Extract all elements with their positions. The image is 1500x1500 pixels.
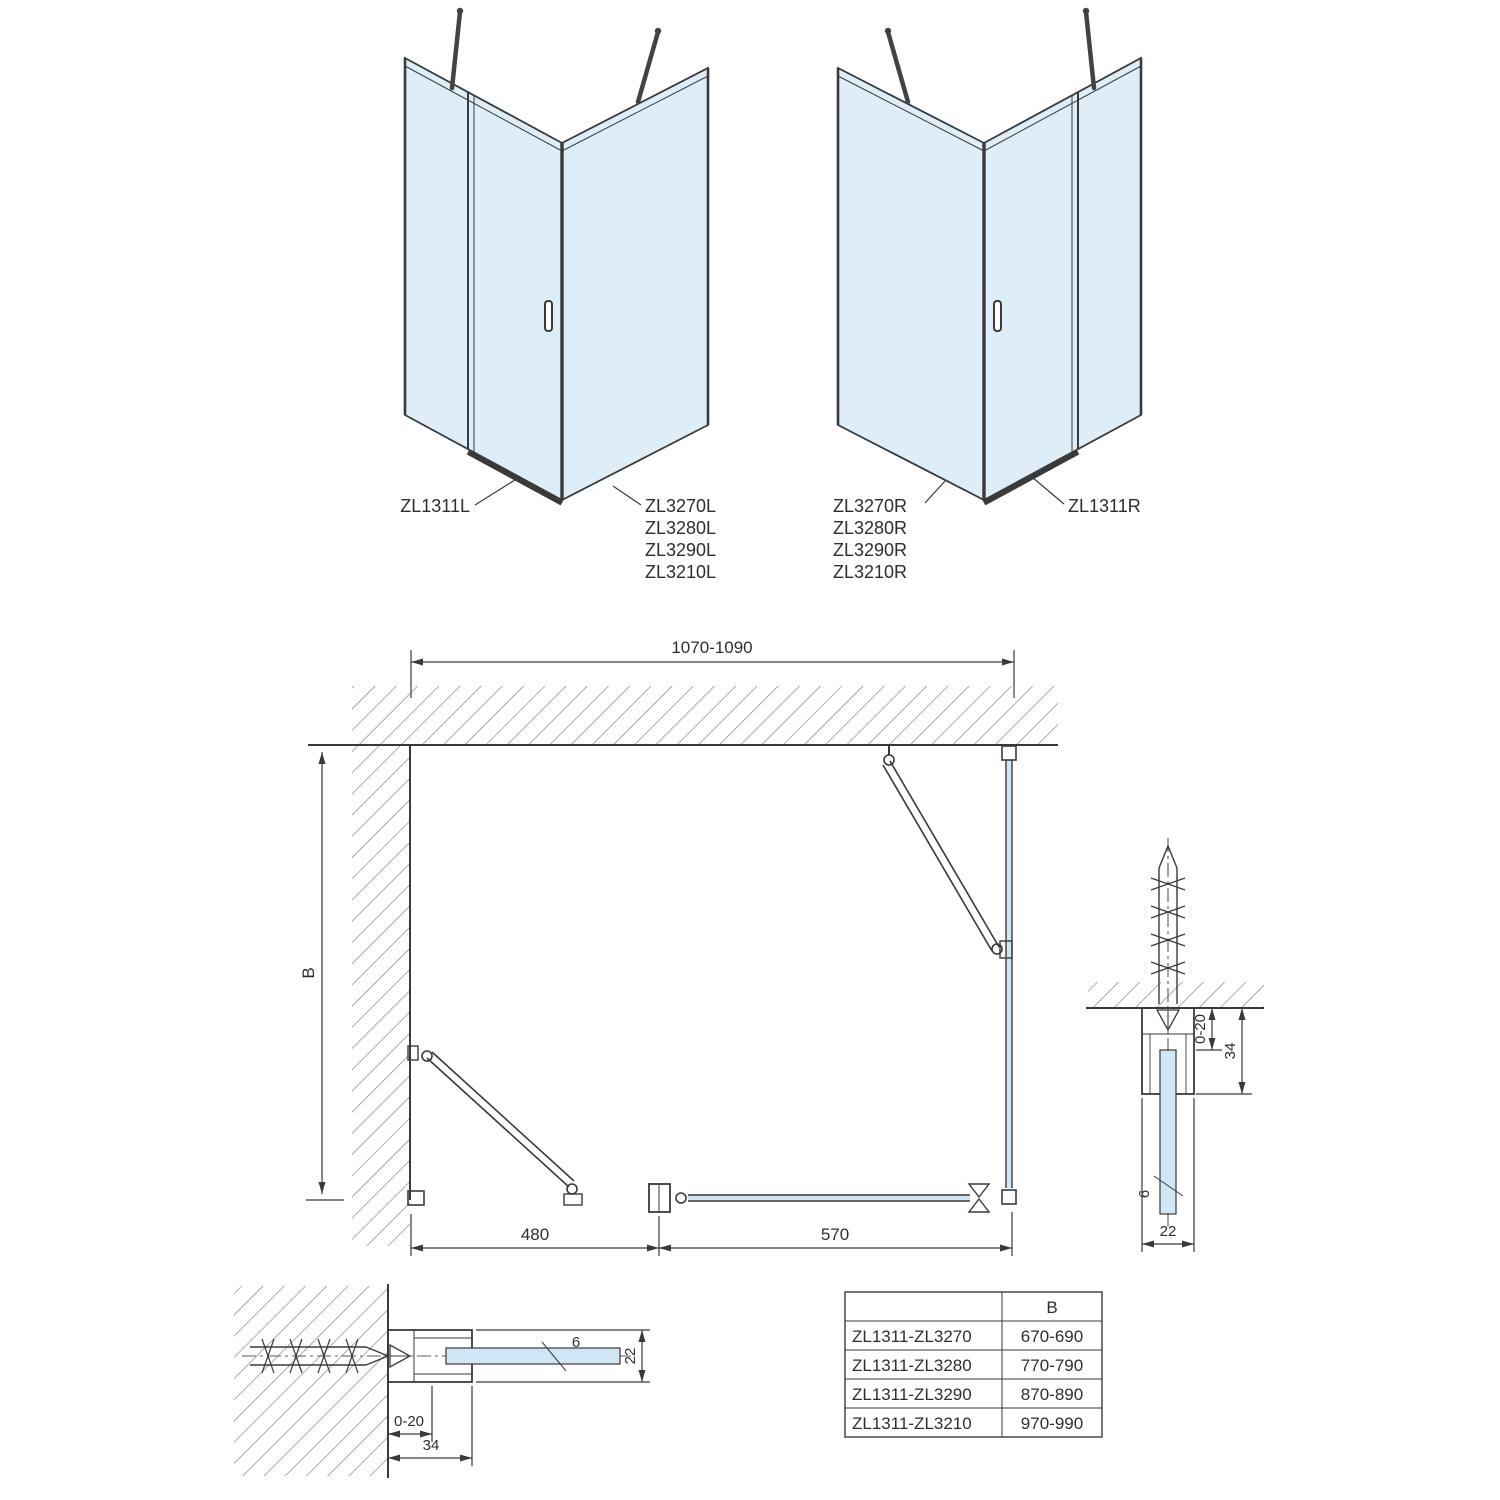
detail2-glass-pane bbox=[445, 1347, 621, 1365]
detail-horizontal-dimensions: 22 0-20 34 bbox=[388, 1329, 650, 1466]
right-door-leader-line bbox=[1031, 476, 1065, 505]
overall-width-label: 1070-1090 bbox=[671, 638, 752, 657]
glass-thickness-leader bbox=[1153, 1175, 1184, 1197]
table-row: ZL1311-ZL3290 870-890 bbox=[852, 1385, 1083, 1404]
plan-right-glass-fill bbox=[1006, 760, 1012, 1188]
table-b-2: 870-890 bbox=[1021, 1385, 1083, 1404]
glass-clamp-top bbox=[967, 1183, 991, 1199]
open-door-top-right bbox=[882, 745, 1013, 959]
door-wall-bracket bbox=[407, 1045, 419, 1061]
wall-profile-detail-vertical: 6 0-20 34 22 bbox=[1086, 838, 1264, 1252]
left-panel-code-1: ZL3280L bbox=[645, 518, 716, 538]
left-unit-frame-lines bbox=[403, 58, 710, 506]
adjustment-label: 0-20 bbox=[1192, 1014, 1209, 1044]
table-b-1: 770-790 bbox=[1021, 1356, 1083, 1375]
size-table: B ZL1311-ZL3270 670-690 ZL1311-ZL3280 77… bbox=[844, 1291, 1103, 1438]
table-border bbox=[844, 1291, 1103, 1438]
door-width-label: 480 bbox=[521, 1225, 549, 1244]
table-grid-lines bbox=[845, 1292, 1102, 1437]
left-panel-code-2: ZL3290L bbox=[645, 540, 716, 560]
door-width-dimension: 480 570 bbox=[410, 1212, 1013, 1256]
right-door-code-label: ZL1311R bbox=[1068, 496, 1141, 516]
detail-glass-pane bbox=[1159, 1049, 1177, 1215]
table-b-3: 970-990 bbox=[1021, 1414, 1083, 1433]
adjustment-label-2: 0-20 bbox=[394, 1413, 424, 1430]
left-enclosure-drawing: ZL1311L ZL3270L ZL3280L ZL3290L ZL3210L bbox=[400, 7, 716, 582]
glass-thickness-label: 6 bbox=[1136, 1190, 1153, 1198]
bottom-rail bbox=[407, 1183, 991, 1213]
left-door-code-label: ZL1311L bbox=[400, 496, 470, 516]
right-panel-leader-line bbox=[924, 480, 946, 504]
table-row: ZL1311-ZL3280 770-790 bbox=[852, 1356, 1083, 1375]
pivot-hinge bbox=[675, 1192, 687, 1204]
top-right-corner-bracket bbox=[1001, 745, 1017, 761]
profile-width-label: 22 bbox=[1160, 1223, 1177, 1240]
detail2-wall-hatching bbox=[234, 1286, 388, 1476]
right-unit-door-handle bbox=[993, 300, 1002, 332]
glass-thickness-leader-2 bbox=[541, 1341, 567, 1372]
right-panel-code-2: ZL3290R bbox=[833, 540, 907, 560]
bottom-right-corner-bracket bbox=[1001, 1189, 1017, 1205]
right-unit-door-threshold bbox=[982, 449, 1080, 506]
depth-dimension: B bbox=[299, 752, 344, 1201]
left-unit-front-glass bbox=[561, 66, 709, 502]
left-panel-code-0: ZL3270L bbox=[645, 496, 716, 516]
plan-view: 1070-1090 B bbox=[299, 638, 1058, 1256]
wall-profile-detail-horizontal: 6 22 0-20 34 bbox=[234, 1284, 650, 1478]
left-panel-leader-line bbox=[612, 485, 642, 506]
left-door-leader-line bbox=[474, 477, 519, 506]
wall-anchor-plug-horizontal bbox=[250, 1338, 390, 1374]
left-unit-door-handle bbox=[544, 300, 553, 332]
table-b-0: 670-690 bbox=[1021, 1327, 1083, 1346]
detail-wall-hatching bbox=[1088, 982, 1264, 1008]
left-panel-code-3: ZL3210L bbox=[645, 562, 716, 582]
side-width-label: 570 bbox=[821, 1225, 849, 1244]
right-unit-support-braces bbox=[884, 7, 1097, 105]
depth-label: B bbox=[299, 967, 318, 978]
right-unit-side-glass bbox=[837, 66, 985, 502]
right-panel-code-1: ZL3280R bbox=[833, 518, 907, 538]
rail-wall-bracket bbox=[407, 1190, 425, 1206]
wall-anchor-plug bbox=[1150, 844, 1186, 1004]
right-panel-code-0: ZL3270R bbox=[833, 496, 907, 516]
plan-bottom-glass-fill bbox=[688, 1195, 970, 1201]
glass-thickness-label-2: 6 bbox=[572, 1334, 580, 1351]
open-door-bottom-left bbox=[407, 1045, 583, 1206]
table-models-2: ZL1311-ZL3290 bbox=[852, 1385, 972, 1404]
profile-height-label: 34 bbox=[1222, 1043, 1239, 1060]
wall-hatching bbox=[352, 686, 1058, 1246]
glass-clamp-bottom bbox=[967, 1197, 991, 1213]
table-models-3: ZL1311-ZL3210 bbox=[852, 1414, 972, 1433]
table-row: ZL1311-ZL3210 970-990 bbox=[852, 1414, 1083, 1433]
right-panel-code-3: ZL3210R bbox=[833, 562, 907, 582]
table-models-1: ZL1311-ZL3280 bbox=[852, 1356, 972, 1375]
table-models-0: ZL1311-ZL3270 bbox=[852, 1327, 972, 1346]
left-unit-door-threshold bbox=[466, 449, 564, 506]
right-unit-frame-lines bbox=[836, 58, 1143, 506]
profile-width-label-2: 22 bbox=[622, 1348, 639, 1365]
right-enclosure-drawing: ZL3270R ZL3280R ZL3290R ZL3210R ZL1311R bbox=[833, 7, 1143, 582]
table-row: ZL1311-ZL3270 670-690 bbox=[852, 1327, 1083, 1346]
door-hinge-bracket bbox=[999, 940, 1013, 959]
overall-width-dimension: 1070-1090 bbox=[410, 638, 1015, 698]
table-header-b: B bbox=[1046, 1298, 1057, 1317]
detail-vertical-dimensions: 0-20 34 22 bbox=[1141, 1008, 1252, 1252]
left-unit-support-braces bbox=[449, 7, 662, 105]
profile-height-label-2: 34 bbox=[423, 1437, 440, 1454]
